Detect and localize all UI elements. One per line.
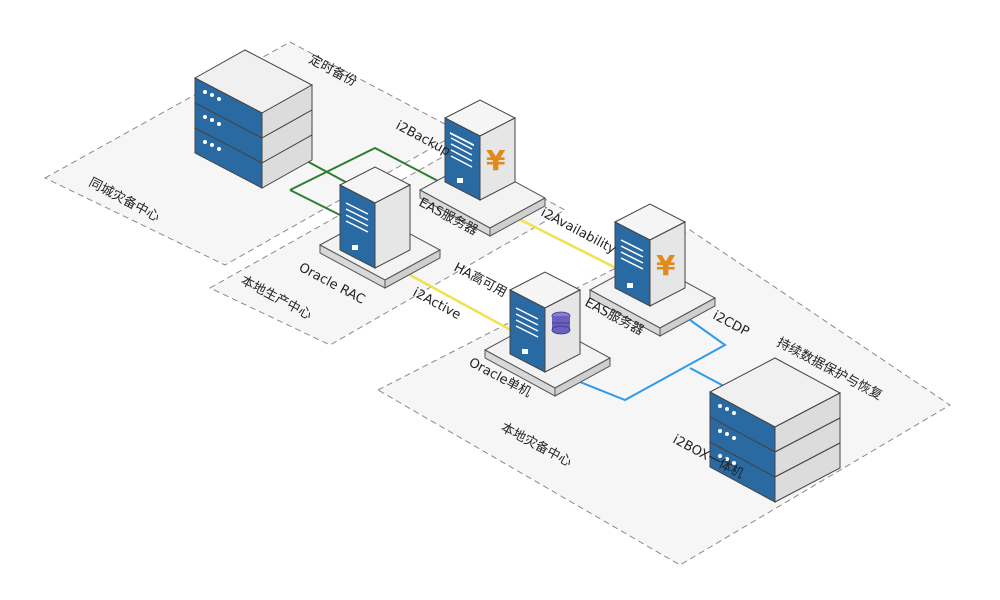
eas-server-1[interactable]: ¥ (418, 99, 547, 237)
currency-icon: ¥ (656, 249, 676, 282)
i2box-appliance[interactable] (708, 357, 842, 503)
currency-icon: ¥ (486, 144, 506, 177)
eas-server-2[interactable]: ¥ (588, 203, 717, 337)
database-icon (551, 311, 571, 335)
link-label-ha: HA高可用 (451, 259, 509, 300)
backup-server-stack[interactable] (193, 49, 314, 189)
oracle-single-server[interactable] (483, 271, 612, 397)
oracle-rac-server[interactable] (318, 166, 442, 289)
